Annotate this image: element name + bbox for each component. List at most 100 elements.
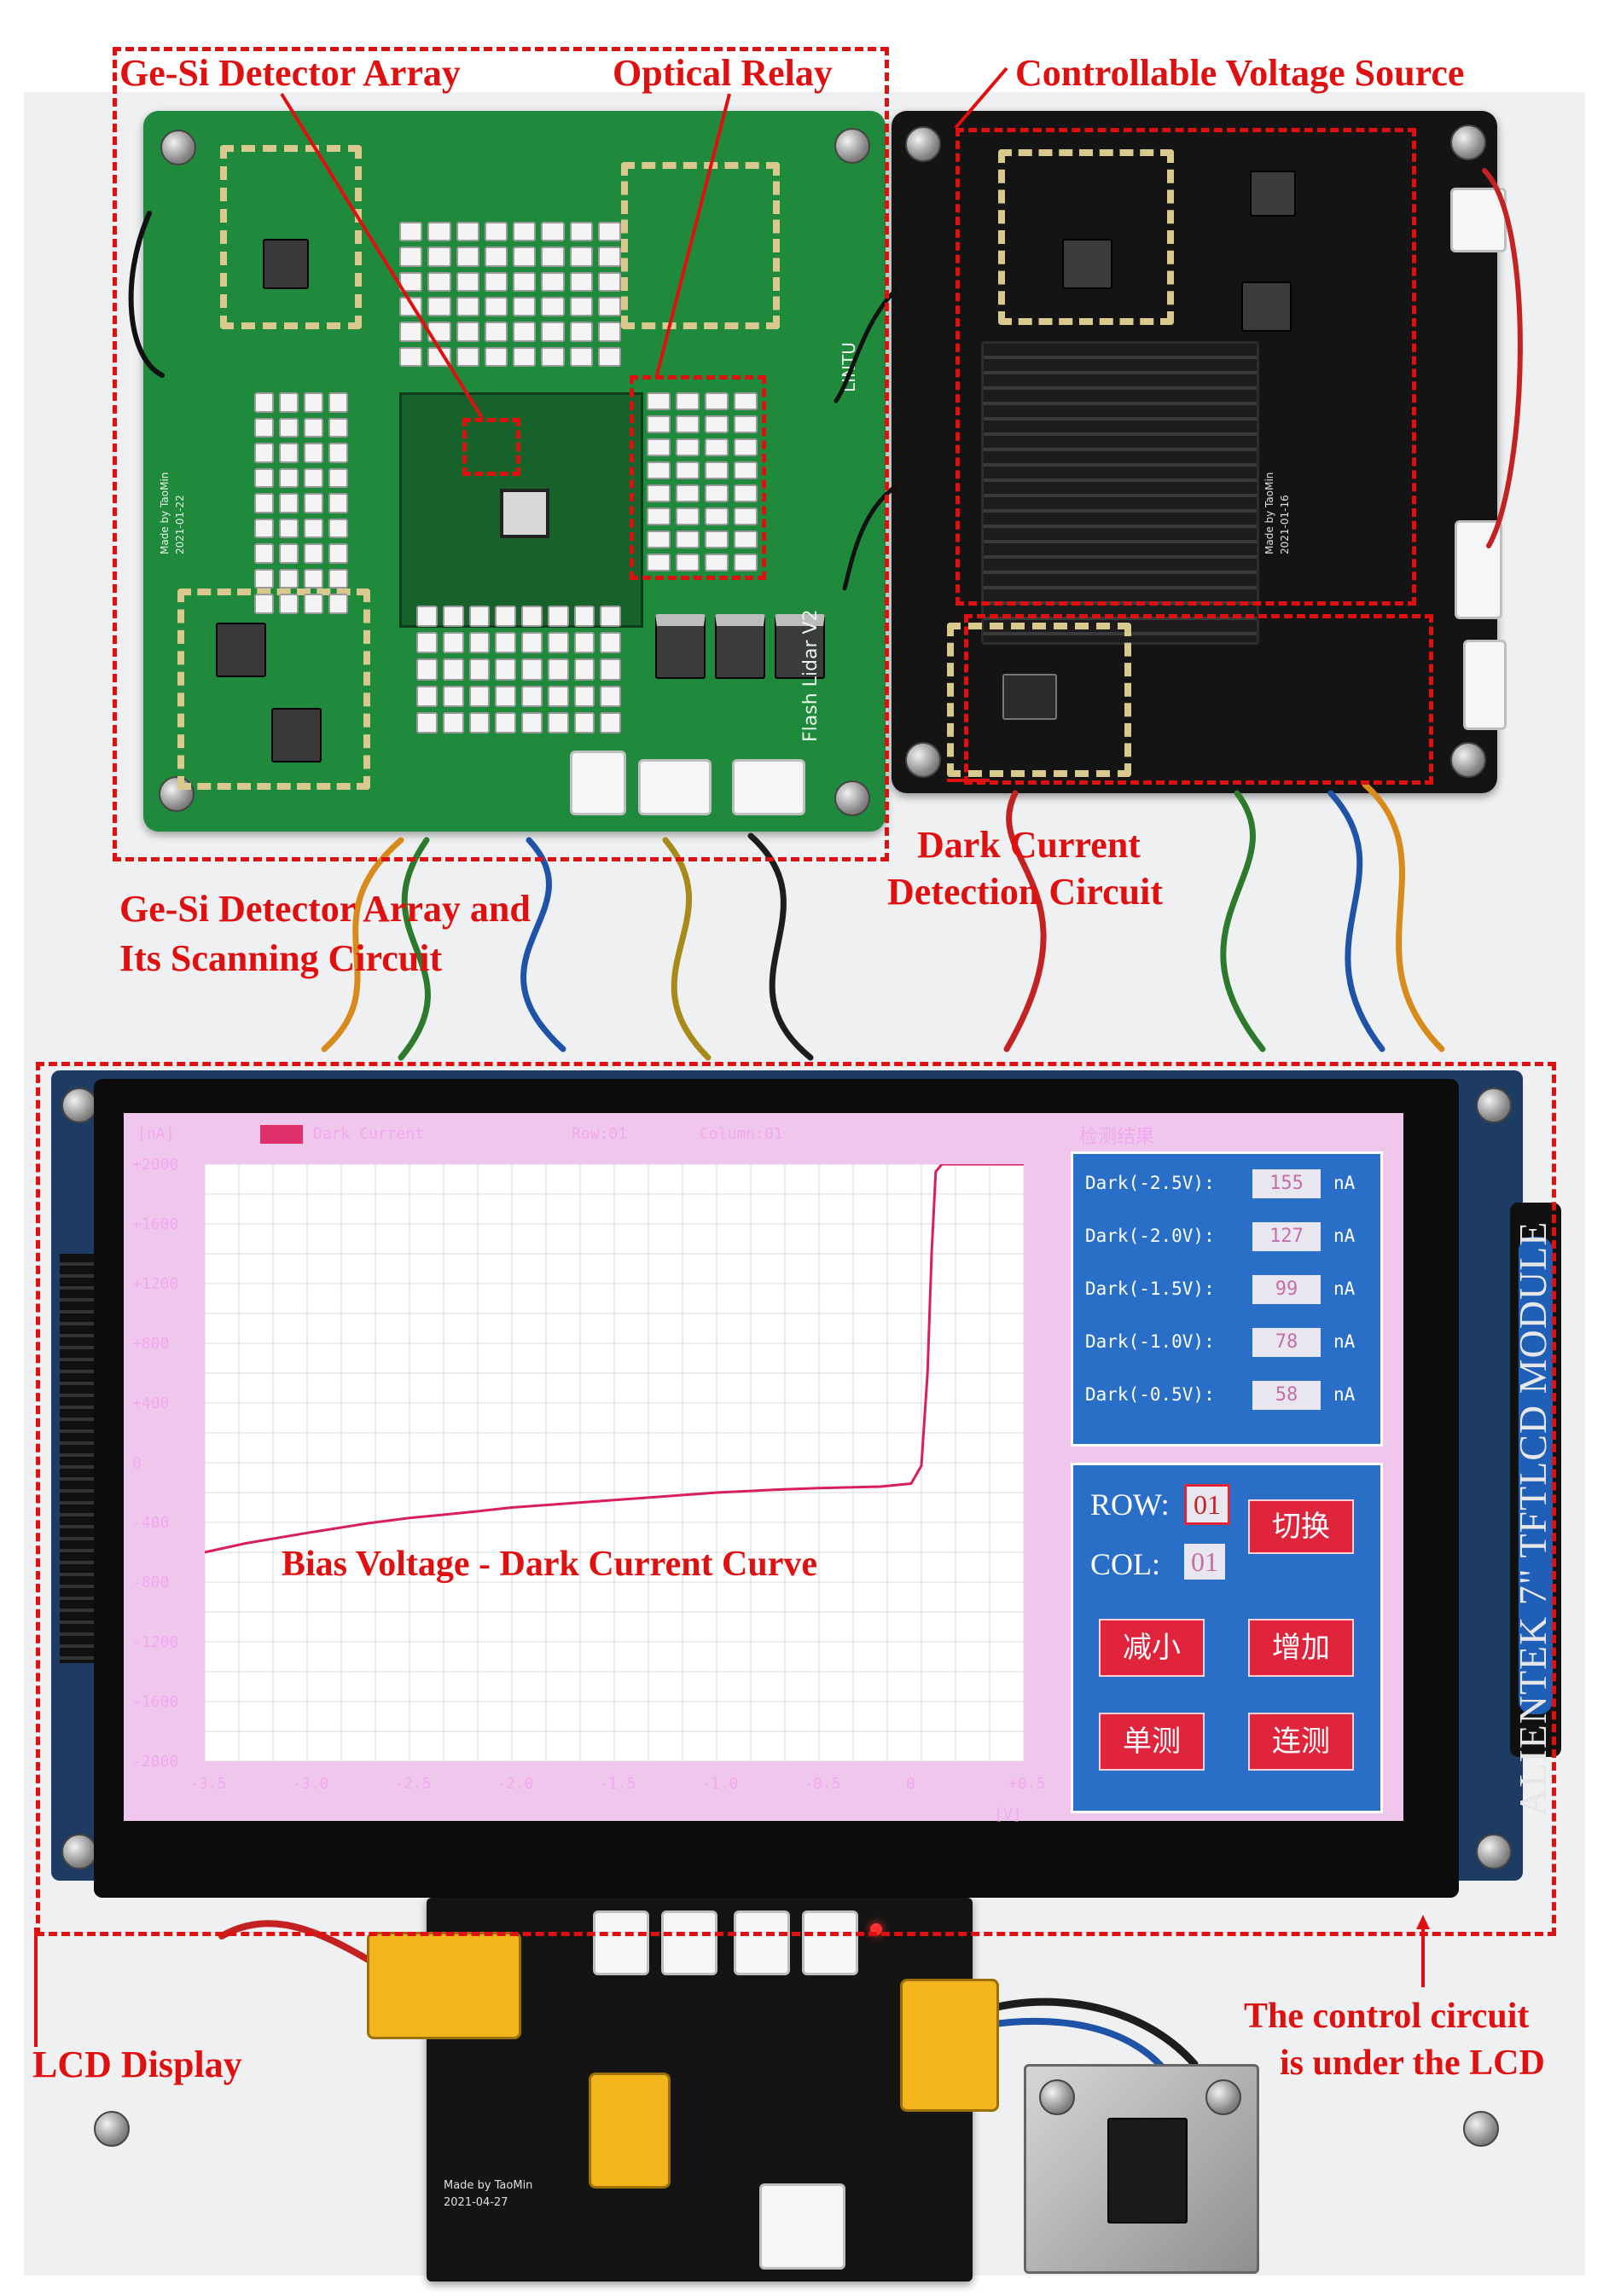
legend-swatch <box>260 1125 303 1144</box>
results-title: 检测结果 <box>1079 1127 1155 1148</box>
board-connector <box>734 1910 790 1975</box>
board-connector <box>638 759 712 815</box>
y-tick-label: +800 <box>132 1335 170 1353</box>
board-screw <box>834 128 870 164</box>
shielded-region <box>220 145 362 329</box>
x-tick-label: -2.5 <box>394 1775 432 1793</box>
reading-label: Dark(-1.5V): <box>1085 1278 1215 1299</box>
power-inductor <box>263 239 309 289</box>
regulator-chip <box>715 614 765 679</box>
regulator-chip <box>775 614 825 679</box>
voltage-source-outline <box>956 128 1416 606</box>
y-tick-label: +2000 <box>132 1156 179 1174</box>
reading-unit: nA <box>1333 1278 1356 1299</box>
power-connector <box>900 1979 999 2112</box>
x-tick-label: -3.5 <box>189 1775 227 1793</box>
voltage-source-board: Made by TaoMin 2021-01-16 <box>892 111 1507 793</box>
control-circuit-label-line2: is under the LCD <box>1280 2044 1545 2083</box>
mount-screw <box>94 2111 130 2147</box>
detector-array-highlight <box>462 418 520 476</box>
relay-array-top <box>399 222 621 367</box>
power-inductor <box>1250 171 1296 217</box>
amplifier-chip <box>1002 674 1057 720</box>
shielded-region <box>621 162 780 329</box>
power-inductor <box>271 708 322 762</box>
ge-si-array-label: Ge-Si Detector Array <box>119 52 461 94</box>
row-readout: Row:01 <box>572 1125 628 1143</box>
switch-button[interactable]: 切换 <box>1248 1499 1354 1554</box>
board-screw <box>1450 125 1486 160</box>
x-tick-label: -3.0 <box>292 1775 329 1793</box>
column-readout: Column:01 <box>700 1125 783 1143</box>
control-circuit-label-line1: The control circuit <box>1244 1997 1530 2036</box>
lcd-display-label: LCD Display <box>32 2044 242 2085</box>
legend-label: Dark Current <box>313 1125 425 1143</box>
increase-button[interactable]: 增加 <box>1248 1619 1354 1677</box>
reading-value: 78 <box>1252 1328 1321 1357</box>
y-tick-label: 0 <box>132 1454 142 1472</box>
board-screw <box>905 126 941 162</box>
dark-current-series-line <box>205 1164 1024 1554</box>
col-value-field[interactable]: 01 <box>1184 1544 1225 1580</box>
shielded-region <box>947 623 1131 777</box>
x-tick-label: -1.0 <box>701 1775 739 1793</box>
y-tick-label: +400 <box>132 1394 170 1412</box>
y-tick-label: -800 <box>132 1574 170 1592</box>
voltage-source-label: Controllable Voltage Source <box>1015 52 1465 94</box>
x-tick-label: -2.0 <box>497 1775 534 1793</box>
shielded-region <box>177 588 370 790</box>
dark-current-label-line1: Dark Current <box>917 824 1141 866</box>
lcd-screw <box>61 1834 97 1870</box>
row-value-field[interactable]: 01 <box>1184 1484 1230 1525</box>
relay-array-bottom <box>416 606 621 733</box>
y-tick-label: -1200 <box>132 1633 179 1651</box>
y-tick-label: -400 <box>132 1514 170 1532</box>
board-screw <box>834 780 870 816</box>
power-inductor <box>1062 239 1112 289</box>
board-connector <box>593 1910 649 1975</box>
reading-label: Dark(-2.0V): <box>1085 1226 1215 1246</box>
reading-value: 99 <box>1252 1275 1321 1304</box>
y-tick-label: +1200 <box>132 1275 179 1293</box>
single-measure-button[interactable]: 单测 <box>1099 1713 1205 1771</box>
x-tick-label: +0.5 <box>1008 1775 1046 1793</box>
scanning-circuit-label-line1: Ge-Si Detector Array and <box>119 888 531 930</box>
lcd-screw <box>61 1087 97 1123</box>
board-connector <box>759 2183 845 2270</box>
decrease-button[interactable]: 减小 <box>1099 1619 1205 1677</box>
bracket-screw <box>1205 2079 1241 2115</box>
board-connector <box>802 1910 858 1975</box>
reading-value: 58 <box>1252 1381 1321 1410</box>
scanning-circuit-label-line2: Its Scanning Circuit <box>119 937 443 979</box>
relay-array-left <box>254 392 348 614</box>
control-panel: ROW: 01 COL: 01 切换 减小 增加 单测 连测 <box>1071 1463 1383 1813</box>
shielded-region <box>998 149 1174 325</box>
reading-label: Dark(-0.5V): <box>1085 1384 1215 1405</box>
power-inductor <box>1241 281 1292 332</box>
lcd-outline <box>36 1062 1556 1936</box>
power-connector <box>589 2073 671 2189</box>
x-tick-label: -1.5 <box>599 1775 636 1793</box>
metal-bracket <box>1024 2064 1259 2274</box>
x-tick-label: 0 <box>906 1775 915 1793</box>
ge-si-detector-chip <box>500 489 549 538</box>
reading-unit: nA <box>1333 1173 1356 1193</box>
y-tick-label: -1600 <box>132 1693 179 1711</box>
lcd-screen: Dark Current Row:01 Column:01 [nA] [V] +… <box>124 1113 1403 1823</box>
board-connector <box>570 751 626 815</box>
optical-relay-array <box>647 392 758 571</box>
board-date: 2021-04-27 <box>444 2196 508 2209</box>
reading-unit: nA <box>1333 1331 1356 1352</box>
power-inductor <box>216 623 266 677</box>
board-connector <box>1463 640 1507 730</box>
y-unit: [nA] <box>137 1125 175 1143</box>
continuous-measure-button[interactable]: 连测 <box>1248 1713 1354 1771</box>
lcd-screw <box>1476 1834 1512 1870</box>
reading-label: Dark(-1.0V): <box>1085 1331 1215 1352</box>
reading-unit: nA <box>1333 1226 1356 1246</box>
mount-screw <box>1463 2111 1499 2147</box>
board-connector <box>661 1910 717 1975</box>
